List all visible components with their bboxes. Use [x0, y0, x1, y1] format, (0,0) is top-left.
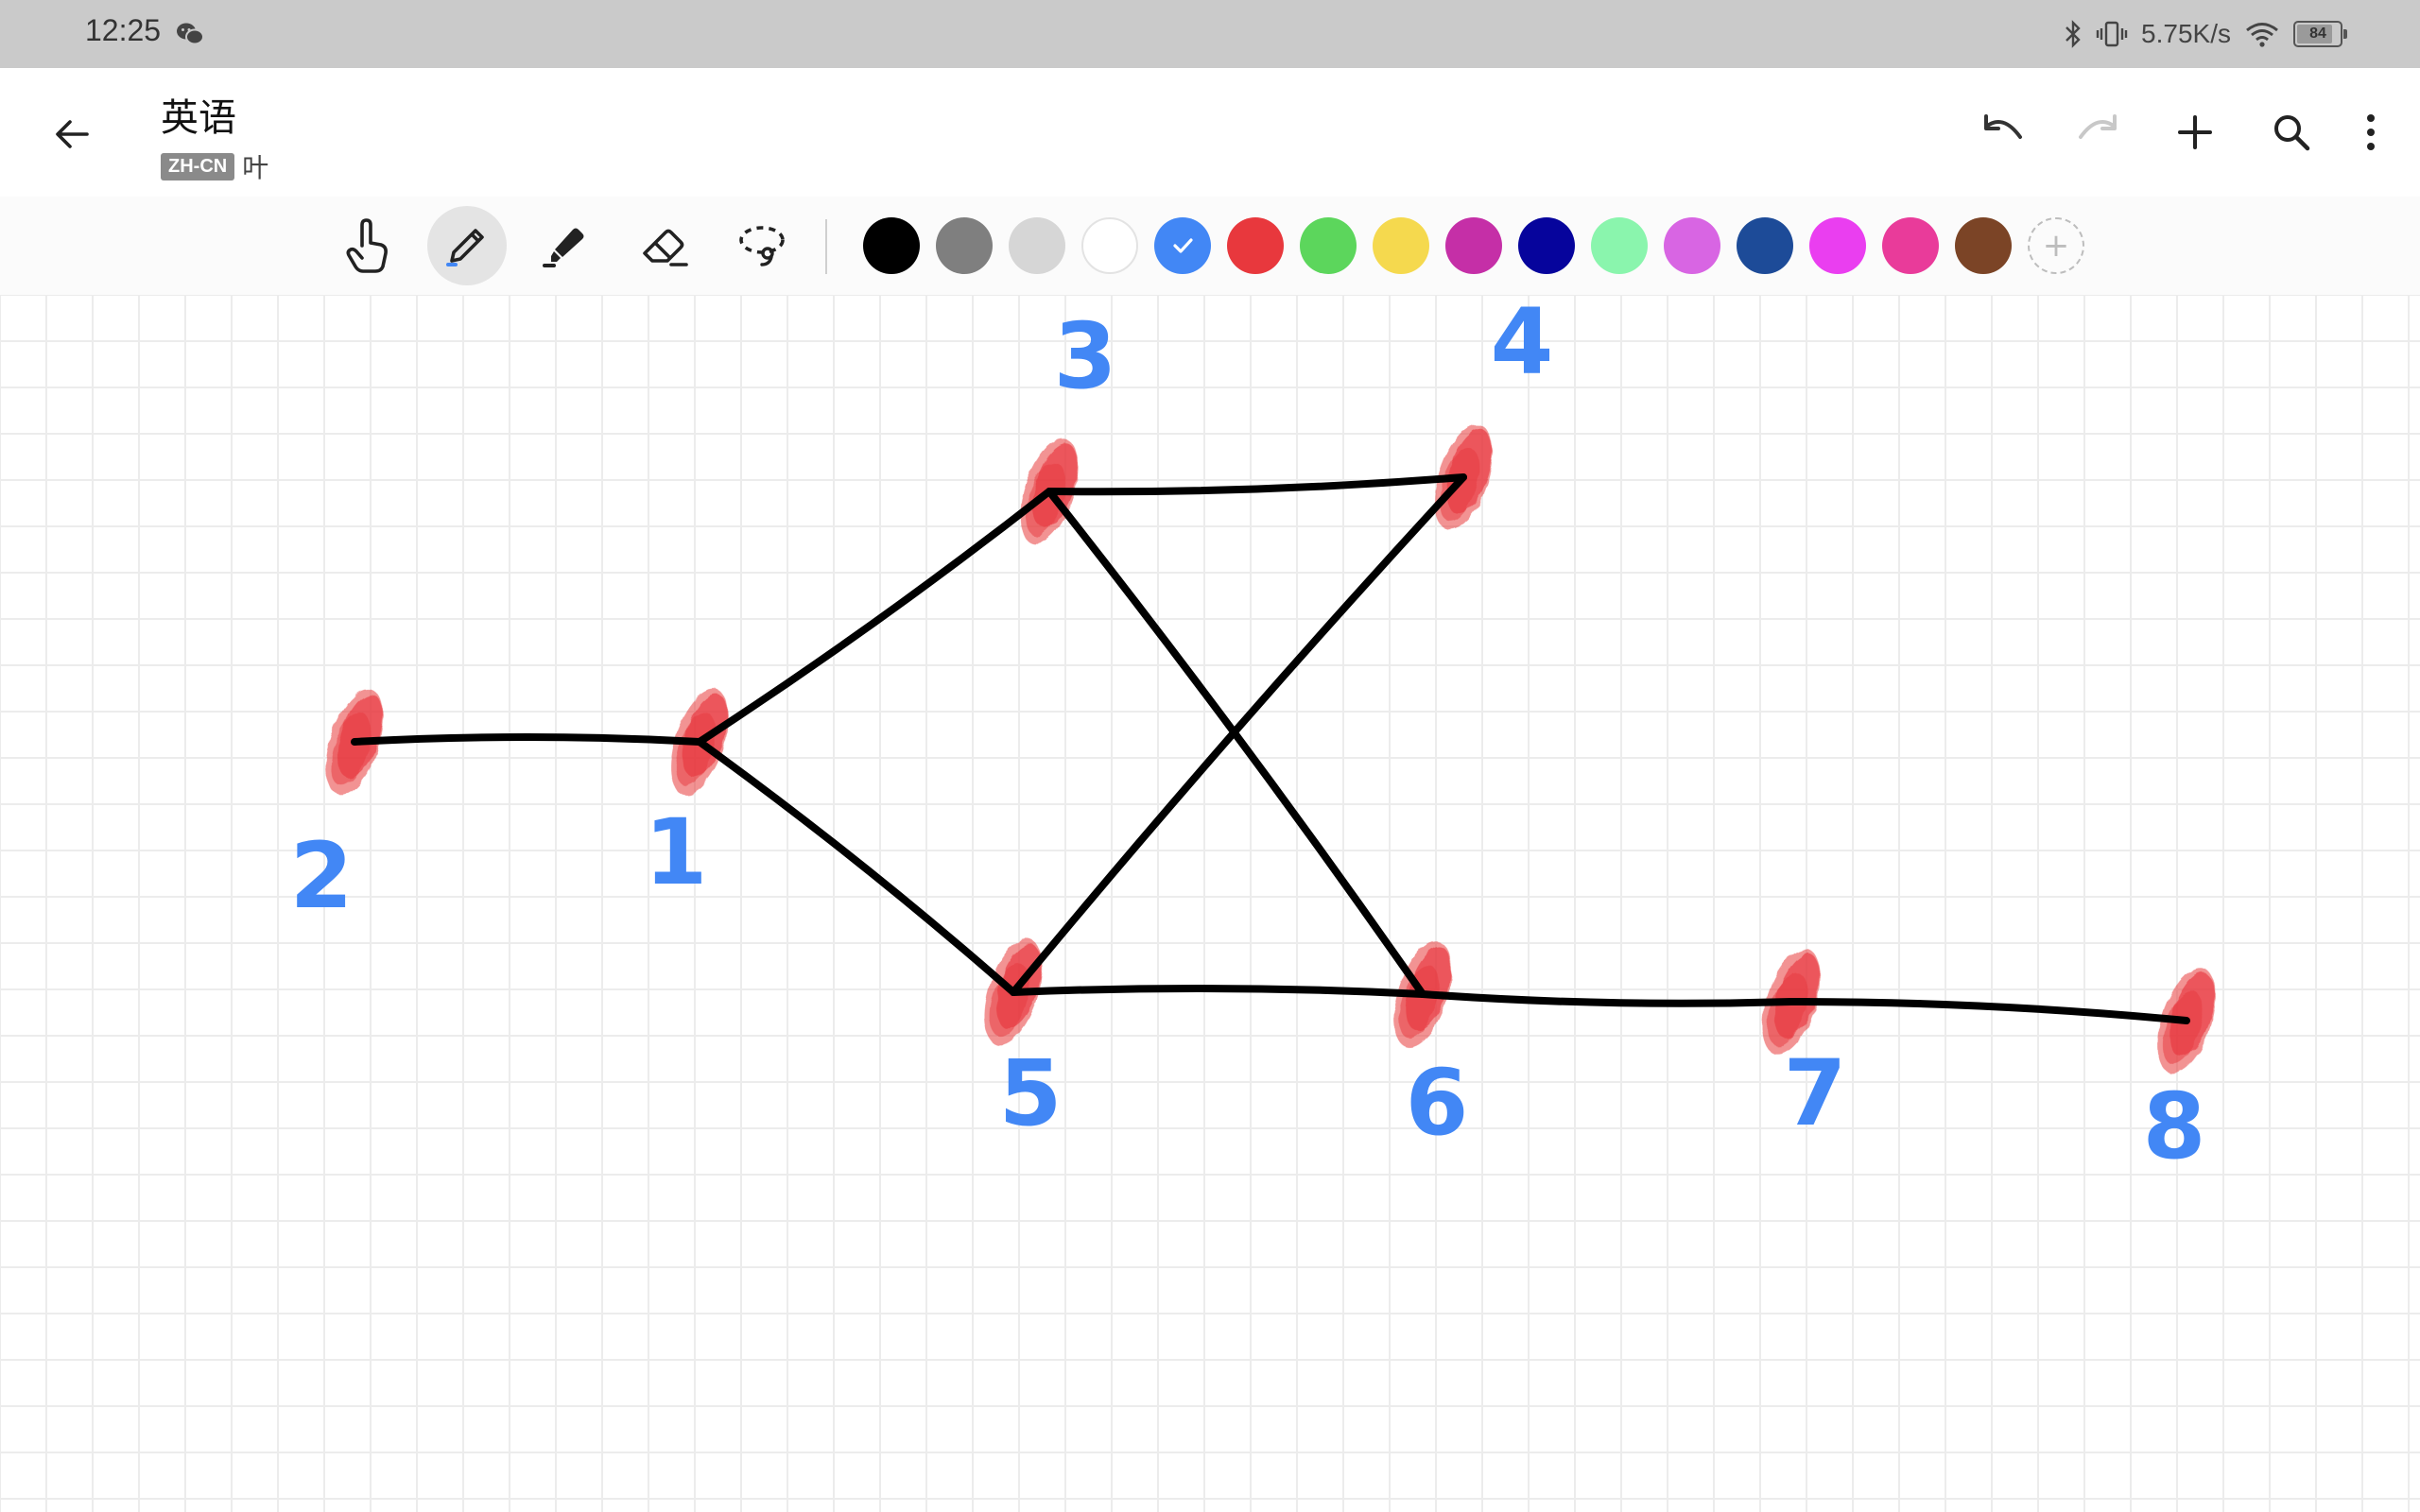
pen-toolbar: + [0, 197, 2420, 296]
notebook-title: 英语 [161, 96, 236, 140]
undo-icon [1984, 114, 2022, 139]
color-swatch[interactable] [1373, 217, 1429, 274]
graph-edge [1010, 984, 1426, 998]
graph-edge [351, 733, 703, 746]
status-right-group: 5.75K/s 84 [2064, 15, 2347, 53]
node-label: 5 [999, 1040, 1063, 1146]
note-meta: ZH-CN 叶 [161, 147, 268, 185]
handwritten-graph: 1 2 3 4 5 6 7 8 [290, 295, 2216, 1179]
redo-icon [2079, 114, 2117, 139]
graph-node [1434, 424, 1493, 530]
pen-icon [446, 229, 484, 266]
add-icon [2178, 115, 2212, 149]
author-label: 叶 [242, 152, 269, 183]
wechat-icon [177, 23, 204, 45]
graph-edge [696, 738, 1017, 996]
color-swatch[interactable] [1809, 217, 1866, 274]
color-swatch[interactable] [1518, 217, 1575, 274]
more-vertical-icon [2367, 114, 2375, 150]
graph-edge [1046, 473, 1467, 496]
undo-button[interactable] [1974, 104, 2031, 161]
drawing-canvas[interactable]: 1 2 3 4 5 6 7 8 [0, 295, 2420, 1512]
color-swatch[interactable] [863, 217, 920, 274]
back-arrow-icon[interactable] [49, 112, 95, 157]
color-swatch[interactable] [1882, 217, 1939, 274]
highlighter-tool-button[interactable] [526, 206, 605, 285]
app-bar: 英语 ZH-CN 叶 [0, 68, 2420, 198]
node-label: 1 [645, 799, 708, 905]
color-swatch[interactable] [1081, 217, 1138, 274]
status-bar: 12:25 5.75K/s 84 [0, 0, 2420, 68]
graph-edge [1419, 990, 1795, 1007]
color-swatch[interactable] [1664, 217, 1720, 274]
node-label: 3 [1054, 303, 1117, 409]
color-swatch[interactable] [936, 217, 993, 274]
redo-button[interactable] [2070, 104, 2127, 161]
node-label: 6 [1406, 1050, 1469, 1156]
color-swatch[interactable] [1591, 217, 1648, 274]
highlighter-icon [543, 228, 584, 267]
lasso-tool-button[interactable] [722, 206, 802, 285]
language-badge: ZH-CN [161, 152, 235, 180]
network-speed: 5.75K/s [2141, 19, 2231, 48]
hand-icon [346, 218, 388, 273]
battery-icon: 84 [2293, 21, 2347, 47]
node-label: 7 [1784, 1040, 1847, 1146]
labels-layer: 1 2 3 4 5 6 7 8 [290, 295, 2206, 1179]
bluetooth-icon [2066, 20, 2081, 48]
vibrate-icon [2096, 21, 2128, 47]
add-page-button[interactable] [2167, 104, 2223, 161]
eraser-tool-button[interactable] [624, 206, 703, 285]
node-label: 2 [290, 823, 354, 929]
graph-node [2157, 968, 2216, 1074]
lasso-icon [739, 226, 785, 266]
color-swatch[interactable] [1009, 217, 1065, 274]
edges-layer [351, 473, 2190, 1024]
check-icon [1173, 238, 1193, 253]
node-label: 8 [2143, 1074, 2206, 1179]
search-icon [2274, 115, 2310, 151]
eraser-icon [643, 229, 688, 266]
color-swatch[interactable] [1227, 217, 1284, 274]
graph-edge [1010, 473, 1467, 996]
status-time: 12:25 [85, 13, 162, 47]
graph-edge [696, 488, 1053, 746]
color-swatch[interactable] [1154, 217, 1211, 274]
graph-edge [1046, 488, 1426, 998]
wifi-icon [2246, 23, 2278, 47]
search-button[interactable] [2263, 104, 2320, 161]
node-label: 4 [1491, 295, 1554, 395]
color-swatch[interactable] [1300, 217, 1357, 274]
color-swatch[interactable] [1955, 217, 2012, 274]
color-swatch[interactable] [1445, 217, 1502, 274]
app-actions [1974, 104, 2382, 161]
more-menu-button[interactable] [2360, 104, 2382, 161]
add-color-button[interactable]: + [2028, 217, 2084, 274]
nodes-layer [325, 424, 2216, 1074]
toolbar-divider [825, 219, 827, 274]
graph-edge [1788, 998, 2190, 1024]
hand-tool-button[interactable] [329, 206, 408, 285]
color-swatch[interactable] [1737, 217, 1793, 274]
pen-tool-button[interactable] [427, 206, 507, 285]
